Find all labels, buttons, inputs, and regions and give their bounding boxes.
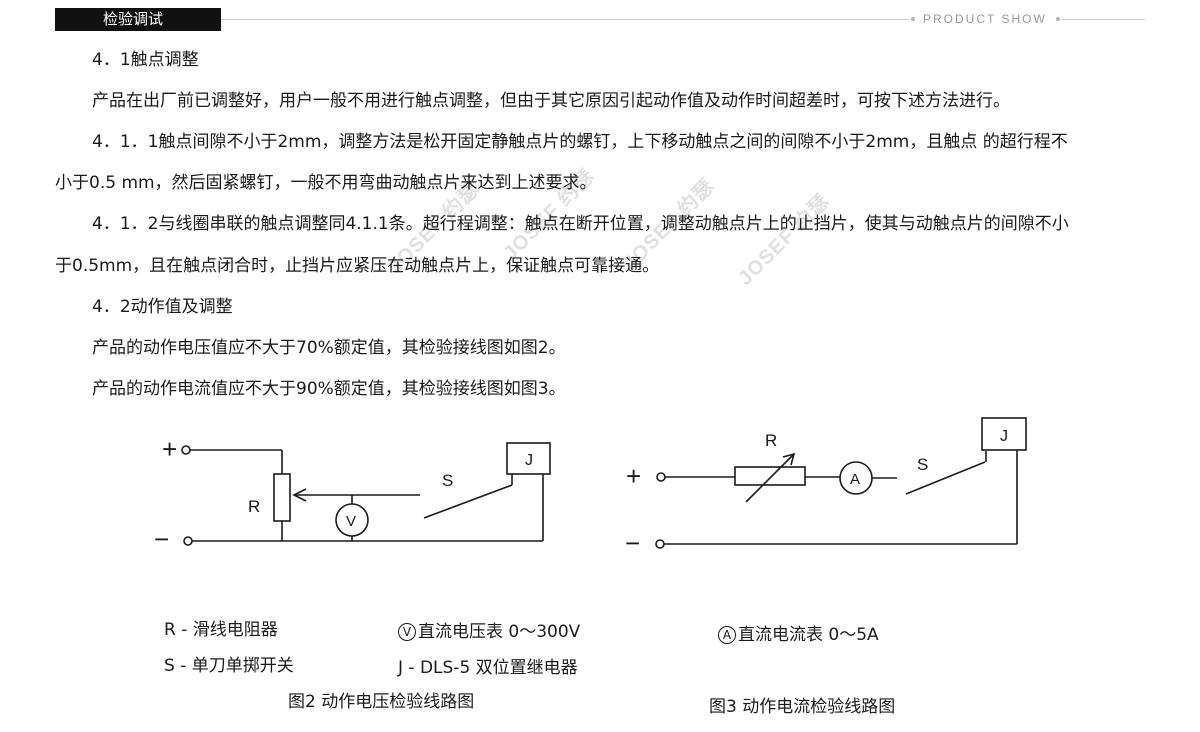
fig2-minus-terminal	[183, 536, 193, 546]
fig2-switch-label: S	[442, 471, 453, 490]
fig2-relay-label: J	[525, 452, 533, 469]
product-show-tagline: PRODUCT SHOW	[923, 12, 1047, 26]
header-divider-right	[1062, 19, 1145, 20]
fig3-switch-label: S	[917, 455, 928, 474]
fig3-minus-sign: −	[625, 528, 640, 558]
legend-switch: S - 单刀单掷开关	[164, 656, 294, 676]
paragraph-voltage: 产品的动作电压值应不大于70%额定值，其检验接线图如图2。	[92, 338, 566, 358]
paragraph-4-1-1-line2: 小于0.5 mm，然后固紧螺钉，一般不用弯曲动触点片来达到上述要求。	[55, 173, 597, 193]
fig3-minus-terminal	[655, 539, 665, 549]
ammeter-icon: A	[718, 626, 736, 644]
fig2-switch-blade	[423, 484, 513, 519]
fig3-switch-blade	[905, 461, 986, 495]
header-divider	[221, 19, 909, 20]
section-title-tab: 检验调试	[55, 8, 221, 31]
header-dot-right	[1056, 17, 1060, 21]
figure2-circuit	[181, 442, 551, 546]
paragraph-4-1-1-line1: 4．1．1触点间隙不小于2mm，调整方法是松开固定静触点片的螺钉，上下移动触点之…	[92, 132, 1068, 152]
heading-4-1: 4．1触点调整	[92, 50, 199, 70]
fig2-voltmeter-label: V	[346, 513, 356, 530]
paragraph-intro: 产品在出厂前已调整好，用户一般不用进行触点调整，但由于其它原因引起动作值及动作时…	[92, 91, 1010, 111]
fig3-ammeter-label: A	[850, 471, 860, 488]
fig2-plus-sign: +	[162, 434, 177, 464]
fig3-resistor-label: R	[765, 431, 777, 450]
legend-voltmeter-text: 直流电压表 0～300V	[418, 622, 581, 642]
fig2-resistor	[273, 473, 291, 522]
voltmeter-icon: V	[398, 623, 416, 641]
figure3-circuit	[655, 417, 1027, 549]
heading-4-2: 4．2动作值及调整	[92, 297, 233, 317]
legend-relay: J - DLS-5 双位置继电器	[398, 658, 578, 678]
fig3-plus-sign: +	[626, 461, 641, 491]
legend-resistor: R - 滑线电阻器	[164, 620, 278, 640]
fig2-plus-terminal	[181, 445, 191, 455]
fig3-resistor	[734, 466, 806, 486]
paragraph-current: 产品的动作电流值应不大于90%额定值，其检验接线图如图3。	[92, 379, 566, 399]
header-dot-left	[911, 17, 915, 21]
fig2-minus-sign: −	[154, 524, 169, 554]
fig2-resistor-label: R	[248, 497, 260, 516]
fig3-relay	[981, 417, 1027, 451]
legend-ammeter-text: 直流电流表 0～5A	[738, 625, 879, 645]
fig3-relay-label: J	[1000, 428, 1008, 445]
paragraph-4-1-2-line2: 于0.5mm，且在触点闭合时，止挡片应紧压在动触点片上，保证触点可靠接通。	[55, 256, 660, 276]
fig2-relay	[506, 442, 551, 475]
fig3-plus-terminal	[656, 472, 666, 482]
paragraph-4-1-2-line1: 4．1．2与线圈串联的触点调整同4.1.1条。超行程调整：触点在断开位置，调整动…	[92, 214, 1069, 234]
figure3-caption: 图3 动作电流检验线路图	[709, 697, 896, 717]
figure2-caption: 图2 动作电压检验线路图	[288, 692, 475, 712]
